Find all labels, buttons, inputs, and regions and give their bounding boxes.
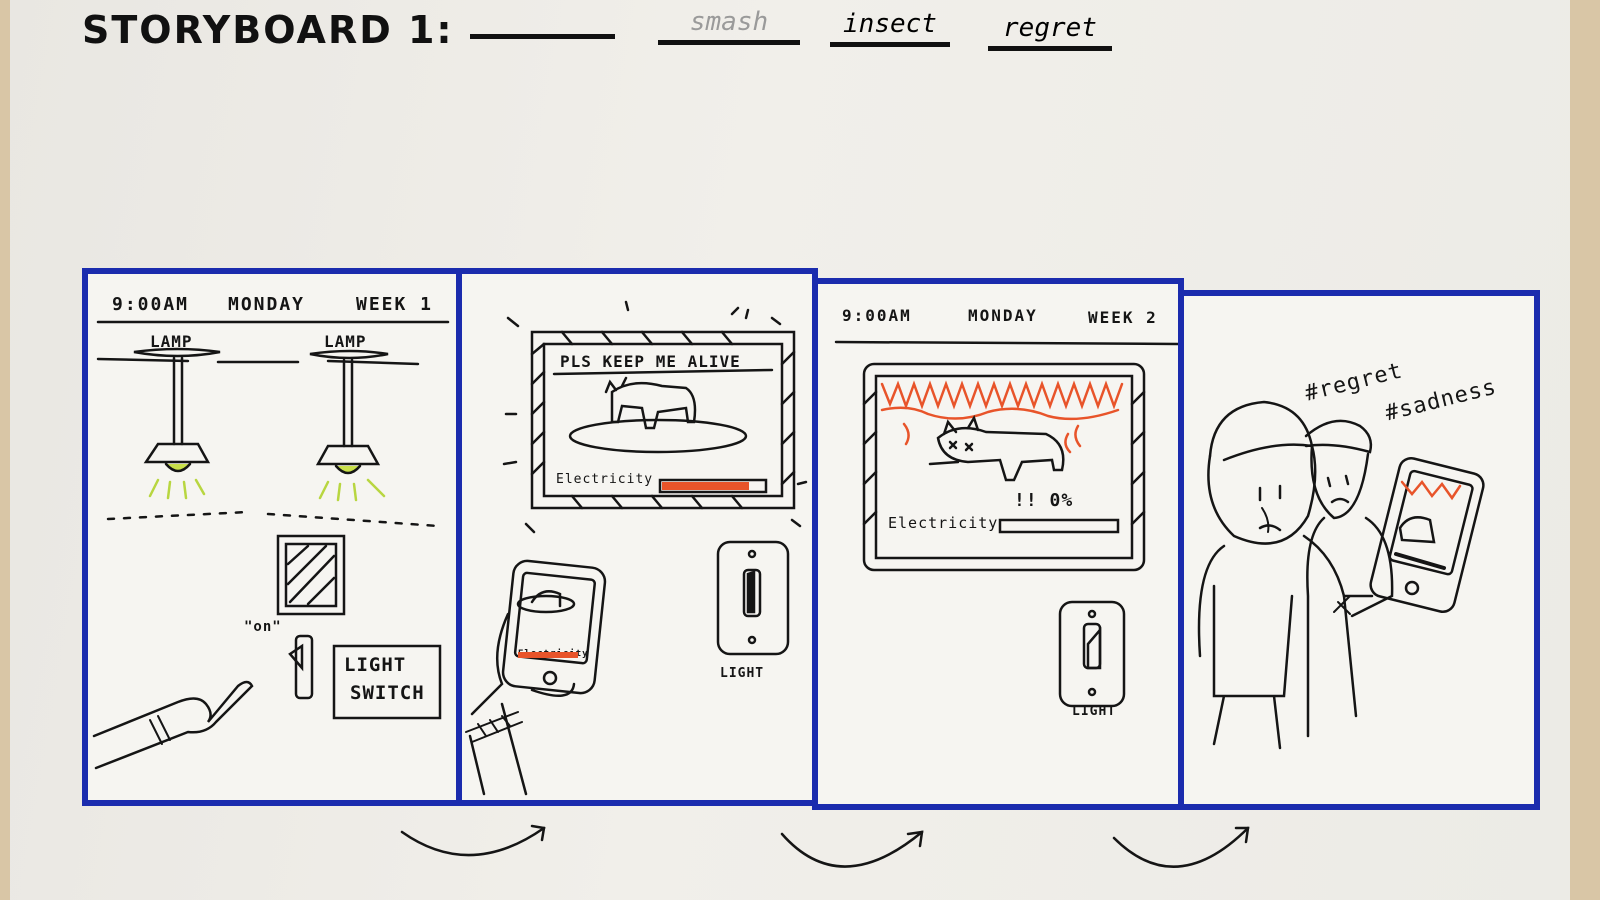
lamp-right-light	[320, 480, 384, 500]
panel2-electricity-bar	[660, 480, 766, 492]
dead-cat-icon	[930, 418, 1063, 480]
lamp-left-label: LAMP	[150, 332, 193, 351]
blank-word-regret: regret	[1003, 13, 1097, 43]
phone-electricity-fill	[518, 652, 578, 658]
on-label: "on"	[244, 619, 282, 635]
heat-zigzag	[882, 384, 1122, 406]
light-switch-icon	[718, 542, 788, 654]
panel-2: PLS KEEP ME ALIVE Electricity Electricit…	[456, 268, 818, 806]
light-switch-icon	[290, 636, 312, 698]
blank-word-insect: insect	[843, 9, 937, 39]
panel1-week: WEEK 1	[356, 294, 434, 315]
sad-person-icon	[1306, 421, 1392, 736]
switch-label-box	[334, 646, 440, 718]
panel1-sketch	[88, 274, 456, 800]
phone-icon	[1368, 456, 1486, 615]
title-blank-1	[470, 34, 615, 39]
title-blank-2: smash	[658, 7, 800, 45]
floor-dashes	[108, 512, 438, 526]
light-switch-icon	[1060, 602, 1124, 706]
blank-word-smash: smash	[689, 7, 769, 37]
panel3-week: WEEK 2	[1088, 308, 1158, 327]
shake-lines	[504, 302, 806, 532]
panel3-day: MONDAY	[968, 306, 1038, 325]
panel2-sketch	[462, 274, 812, 800]
heat-wave	[882, 408, 1118, 419]
switch-label-line1: LIGHT	[344, 654, 407, 676]
panel3-sketch	[818, 284, 1178, 804]
lamp-right-icon	[310, 351, 388, 473]
wall-screen	[532, 332, 794, 508]
screen-message: PLS KEEP ME ALIVE	[560, 352, 741, 371]
title-blank-4: regret	[988, 13, 1112, 51]
header-divider	[836, 342, 1178, 344]
panel2-electricity-fill	[662, 482, 749, 490]
lamp-right-label: LAMP	[324, 332, 367, 351]
title-blank-3: insect	[830, 9, 950, 47]
panel3-switch-label: LIGHT	[1072, 704, 1117, 719]
panel-4: #regret #sadness	[1178, 290, 1540, 810]
panel-3: 9:00AM MONDAY WEEK 2 !! 0% Electricity L…	[812, 278, 1184, 810]
panel-1: 9:00AM MONDAY WEEK 1 LAMP LAMP "on" LIGH…	[82, 268, 462, 806]
switch-label-line2: SWITCH	[350, 682, 425, 704]
phone-icon	[502, 560, 607, 695]
lamp-left-light	[150, 480, 204, 498]
panel2-electricity-label: Electricity	[556, 472, 654, 487]
lamp-left-icon	[134, 349, 220, 471]
panel3-electricity-label: Electricity	[888, 514, 999, 532]
pointing-hand-icon	[94, 682, 252, 768]
panel2-switch-label: LIGHT	[720, 666, 765, 681]
crying-person-icon	[1199, 402, 1372, 748]
hand-holding-phone-icon	[466, 614, 574, 794]
wall-frame-icon	[278, 536, 344, 614]
panel1-time: 9:00AM	[112, 294, 190, 315]
panel1-day: MONDAY	[228, 294, 306, 315]
panel3-electricity-bar	[1000, 520, 1118, 532]
panel3-time: 9:00AM	[842, 306, 912, 325]
cat-icon	[570, 378, 746, 452]
wall-screen	[864, 364, 1144, 570]
storyboard-title: STORYBOARD 1:	[82, 8, 454, 52]
panel4-sketch	[1184, 296, 1534, 804]
battery-warning: !! 0%	[1014, 490, 1074, 511]
